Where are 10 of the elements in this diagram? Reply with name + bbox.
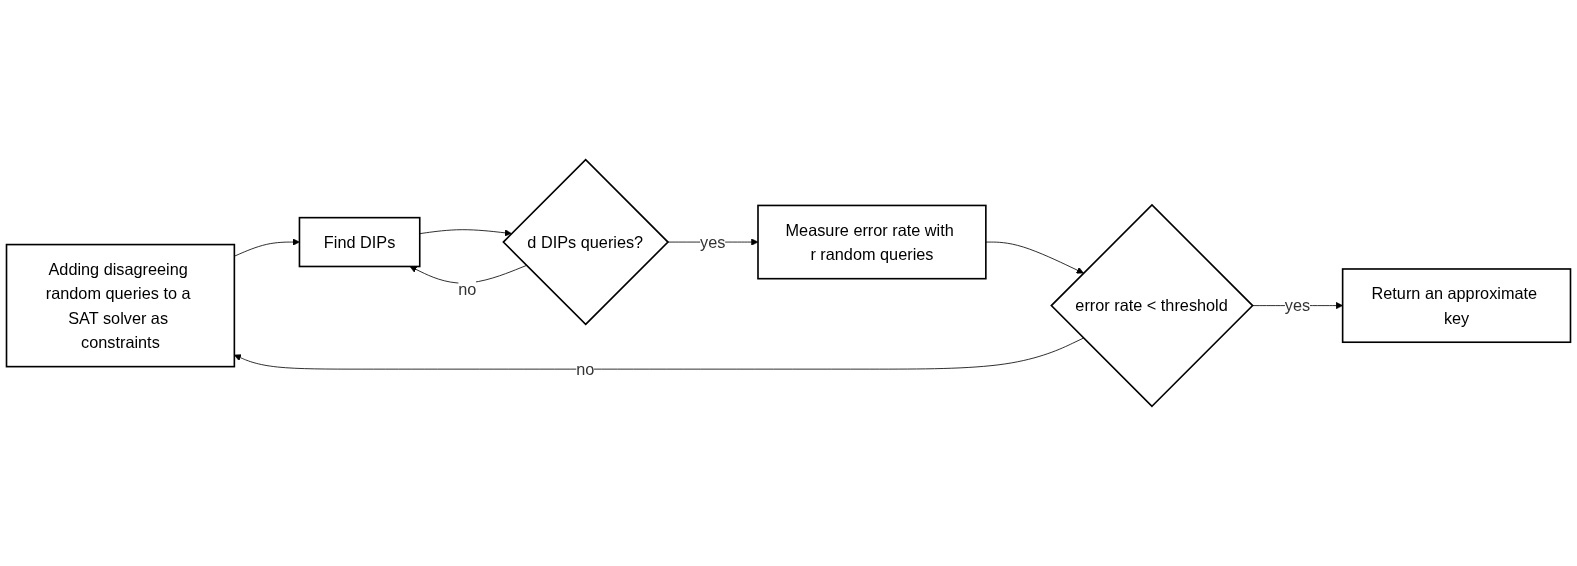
edge-label: yes bbox=[1284, 296, 1311, 315]
node-diamond: error rate < threshold bbox=[1050, 203, 1254, 408]
node-box: Measure error rate with r random queries bbox=[757, 204, 987, 280]
node-box: Find DIPs bbox=[298, 216, 421, 268]
node-box: Adding disagreeing random queries to a SAT solver as constraints bbox=[5, 243, 236, 368]
node-box: Return an approximate key bbox=[1341, 268, 1572, 344]
node-diamond: d DIPs queries? bbox=[502, 158, 670, 326]
edge-label: no bbox=[458, 280, 477, 298]
edge-label: no bbox=[576, 360, 595, 379]
edge-label: yes bbox=[700, 233, 726, 252]
